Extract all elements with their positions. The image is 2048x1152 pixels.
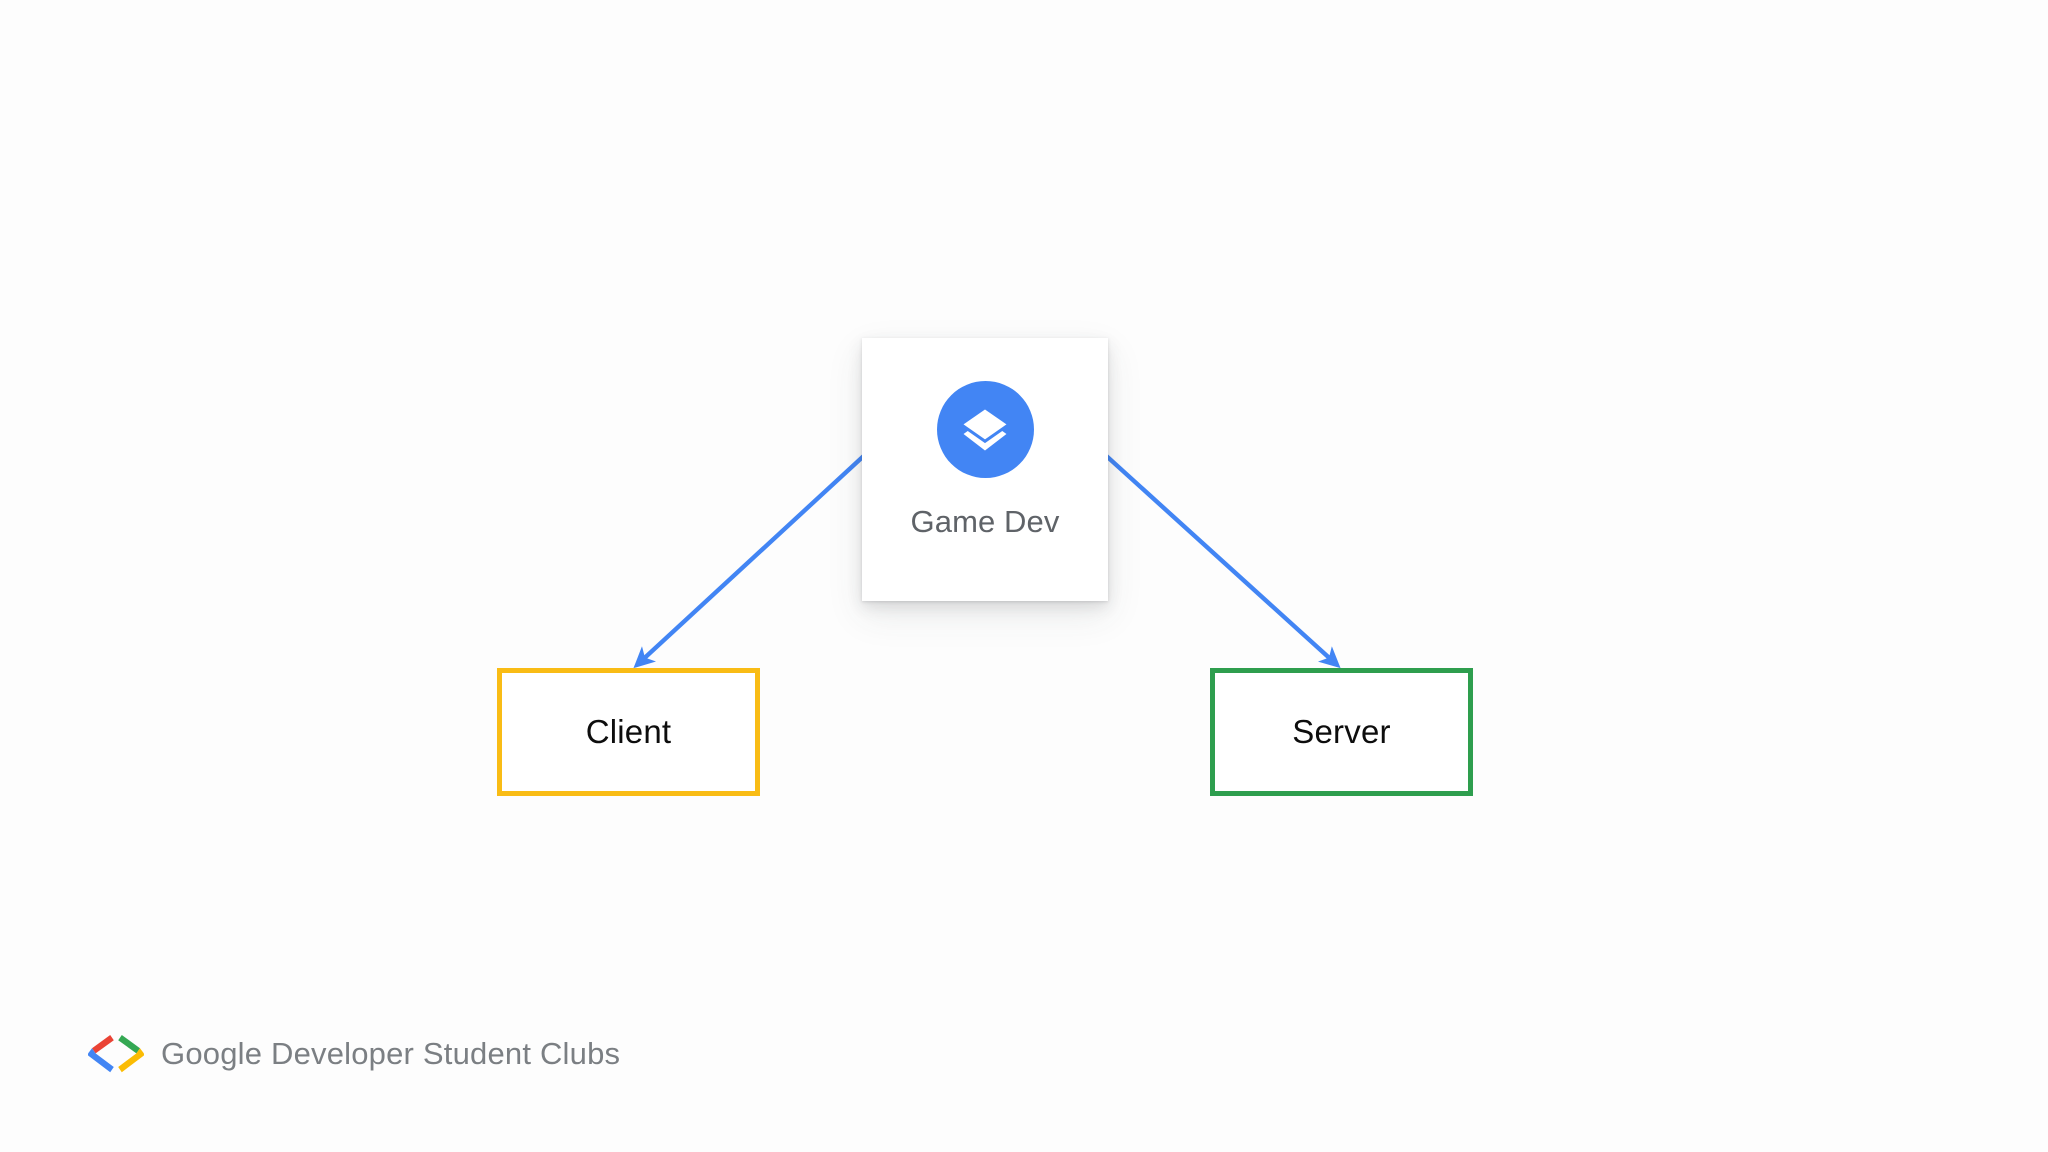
- code-brackets-icon: [88, 1035, 144, 1073]
- node-card-game-dev[interactable]: Game Dev: [862, 338, 1108, 601]
- node-box-server[interactable]: Server: [1210, 668, 1473, 796]
- edge-gamedev-client: [633, 450, 870, 669]
- layers-icon: [936, 381, 1034, 478]
- node-box-client[interactable]: Client: [497, 668, 760, 796]
- edge-gamedev-server: [1100, 450, 1341, 669]
- brand-name: Google Developer Student Clubs: [161, 1036, 621, 1071]
- brand-lockup: Google Developer Student Clubs: [88, 1032, 620, 1076]
- node-label-server: Server: [1292, 713, 1391, 750]
- node-label-game-dev: Game Dev: [910, 504, 1060, 539]
- node-label-client: Client: [585, 713, 672, 750]
